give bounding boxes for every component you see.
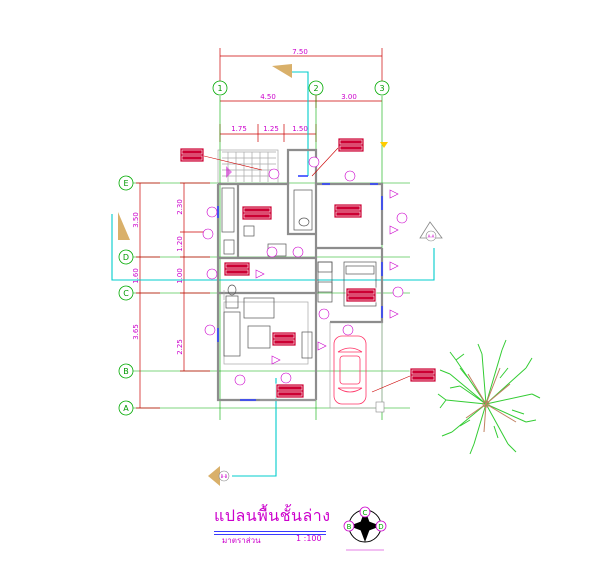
dim-span-2-3: 3.00	[341, 93, 357, 101]
dim-inner-3: 1.00	[176, 268, 184, 284]
dim-left-1: 3.50	[132, 212, 140, 228]
compass-label-right: D	[378, 523, 383, 531]
compass-label-left: B	[347, 523, 352, 531]
compass-label-top: C	[363, 509, 368, 517]
tree-symbol	[437, 339, 541, 455]
title-underline	[214, 531, 326, 532]
dim-inner-2: 1.20	[176, 236, 184, 252]
drawing-title-block: แปลนพื้นชั้นล่าง	[214, 504, 334, 535]
top-dimensions: 7.50 4.50 3.00 1.75 1.25 1.50	[219, 48, 383, 142]
left-dimensions: 3.50 1.60 3.65 2.30 1.20 1.00 2.25	[132, 182, 210, 409]
drawing-subtitle: มาตราส่วน	[222, 536, 261, 545]
grid-bubble-C: C	[123, 289, 129, 298]
building-walls	[216, 148, 384, 409]
title-underline-2	[214, 534, 326, 535]
drawing-scale: 1 :100	[296, 534, 322, 543]
grid-bubble-3: 3	[379, 84, 384, 93]
dim-inner-4: 2.25	[176, 339, 184, 355]
car-symbol	[333, 335, 385, 413]
windows	[217, 175, 383, 401]
dim-left-2: 1.60	[132, 268, 140, 284]
compass-symbol: C B D	[343, 506, 387, 551]
section-lines: A-A B-B	[111, 64, 443, 486]
section-marker-east: A-A	[428, 234, 435, 239]
section-marker-south: B-B	[221, 474, 228, 479]
furniture	[221, 187, 377, 359]
dim-inner-1: 2.30	[176, 199, 184, 215]
grid-bubble-1: 1	[217, 84, 222, 93]
dim-left-4: 3.65	[132, 324, 140, 340]
symbol-markers	[202, 142, 408, 386]
grid-bubble-E: E	[123, 179, 128, 188]
dim-span-1-2: 4.50	[260, 93, 276, 101]
grid-bubble-D: D	[123, 253, 129, 262]
grid-bubble-2: 2	[313, 84, 318, 93]
dim-sub-2: 1.25	[263, 125, 279, 133]
grid-bubble-B: B	[123, 367, 129, 376]
dim-sub-1: 1.75	[231, 125, 247, 133]
dim-sub-3: 1.50	[292, 125, 308, 133]
drawing-title: แปลนพื้นชั้นล่าง	[214, 506, 331, 525]
dim-top-total: 7.50	[292, 48, 308, 56]
room-labels	[179, 137, 437, 399]
grid-bubble-A: A	[123, 404, 129, 413]
